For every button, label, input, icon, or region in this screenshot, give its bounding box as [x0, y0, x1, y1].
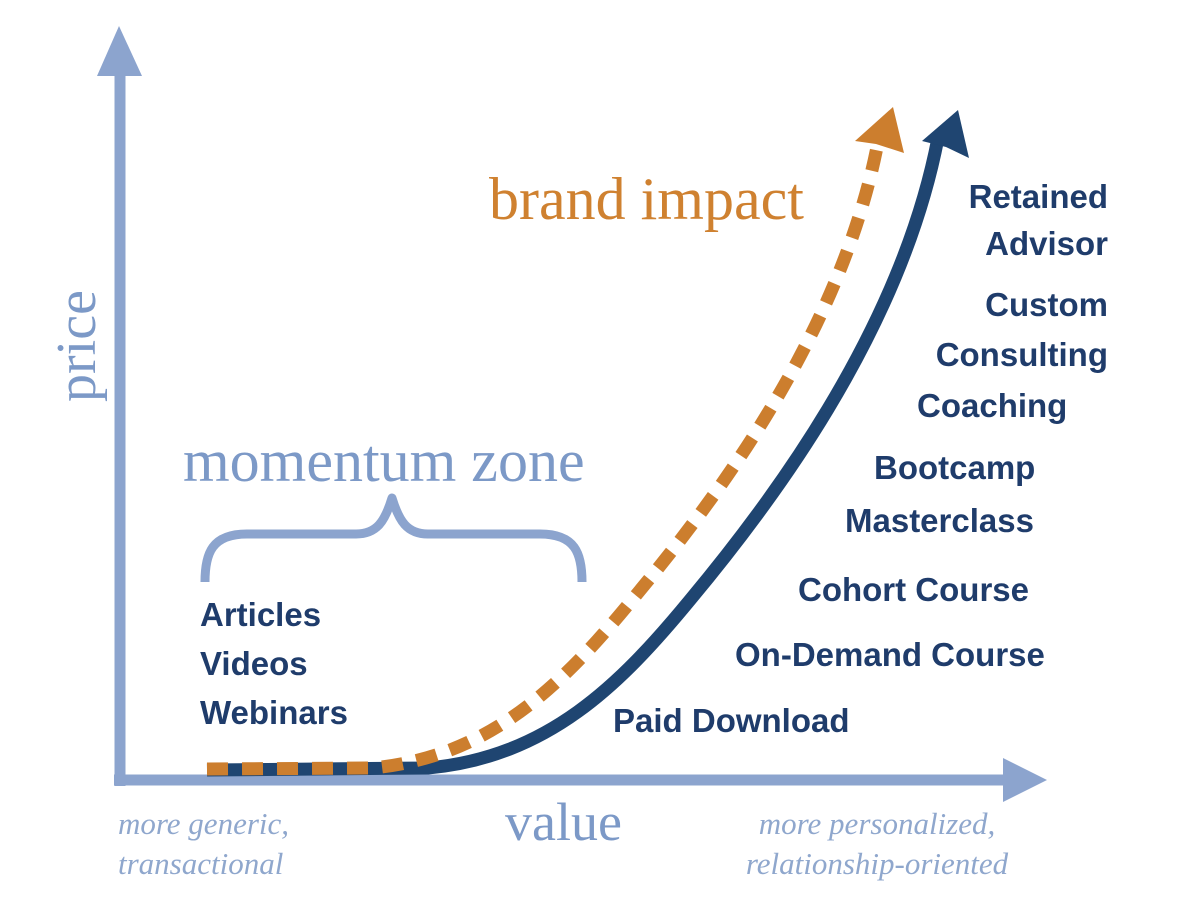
momentum-zone-label: momentum zone: [183, 428, 585, 494]
brand-impact-curve-arrowhead: [855, 107, 904, 153]
offering-label-bootcamp: Bootcamp: [874, 449, 1036, 486]
y-axis-label: price: [46, 290, 108, 402]
momentum-zone-brace: [200, 493, 587, 583]
x-axis-right-caption: more personalized, relationship-oriented: [745, 806, 1009, 881]
offering-label-coaching: Coaching: [917, 387, 1068, 424]
price-curve-arrowhead: [922, 110, 969, 158]
x-axis-left-caption: more generic, transactional: [118, 806, 290, 881]
offering-label-on-demand-course: On-Demand Course: [735, 636, 1045, 673]
price-curve: [206, 136, 945, 777]
brand-impact-label: brand impact: [489, 166, 804, 232]
x-axis-label: value: [505, 792, 622, 852]
offering-label-videos: Videos: [200, 645, 308, 682]
offering-label-custom-consulting: Custom Consulting: [935, 286, 1108, 373]
offering-label-retained-advisor: Retained Advisor: [968, 178, 1108, 262]
offering-label-masterclass: Masterclass: [845, 502, 1034, 539]
offering-label-paid-download: Paid Download: [613, 702, 850, 739]
y-axis-arrowhead: [97, 26, 142, 76]
x-axis-arrowhead: [1003, 758, 1047, 802]
offering-label-webinars: Webinars: [200, 694, 348, 731]
offering-label-cohort-course: Cohort Course: [798, 571, 1029, 608]
brand-impact-curve: [206, 140, 885, 776]
offering-label-articles: Articles: [200, 596, 322, 633]
